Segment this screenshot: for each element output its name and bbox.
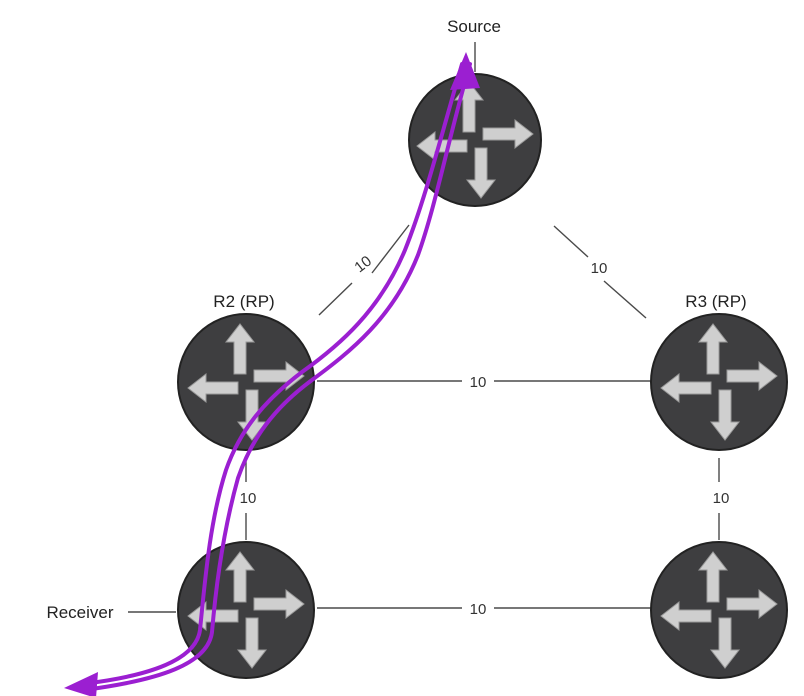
metric-top-left: 10	[351, 253, 375, 277]
label-r2: R2 (RP)	[213, 292, 274, 311]
multicast-flow-path	[64, 52, 480, 696]
router-icon	[177, 541, 315, 679]
link-top-right-upper	[553, 225, 589, 258]
router-bottom-right	[650, 541, 788, 679]
flow-arrowhead-left	[64, 672, 98, 696]
label-source: Source	[447, 17, 501, 36]
router-icon	[650, 541, 788, 679]
router-right	[650, 313, 788, 451]
router-bottom-left	[177, 541, 315, 679]
metric-bottom: 10	[470, 601, 487, 618]
links	[128, 42, 720, 613]
link-top-right-lower	[603, 280, 647, 319]
link-top-left-lower	[318, 282, 353, 316]
metric-right-bottom-right: 10	[713, 490, 730, 507]
flow-arrowhead-up	[450, 52, 480, 90]
flow-line-2	[82, 62, 472, 692]
metric-top-right: 10	[591, 260, 608, 277]
metric-left-right: 10	[470, 374, 487, 391]
label-receiver: Receiver	[46, 603, 113, 622]
link-metrics: 10 10 10 10 10 10	[240, 253, 730, 618]
router-icon	[177, 313, 315, 451]
router-icon	[650, 313, 788, 451]
flow-line-1	[80, 62, 464, 686]
label-r3: R3 (RP)	[685, 292, 746, 311]
metric-left-bottom-left: 10	[240, 490, 257, 507]
router-left	[177, 313, 315, 451]
link-top-left-upper	[371, 224, 410, 274]
